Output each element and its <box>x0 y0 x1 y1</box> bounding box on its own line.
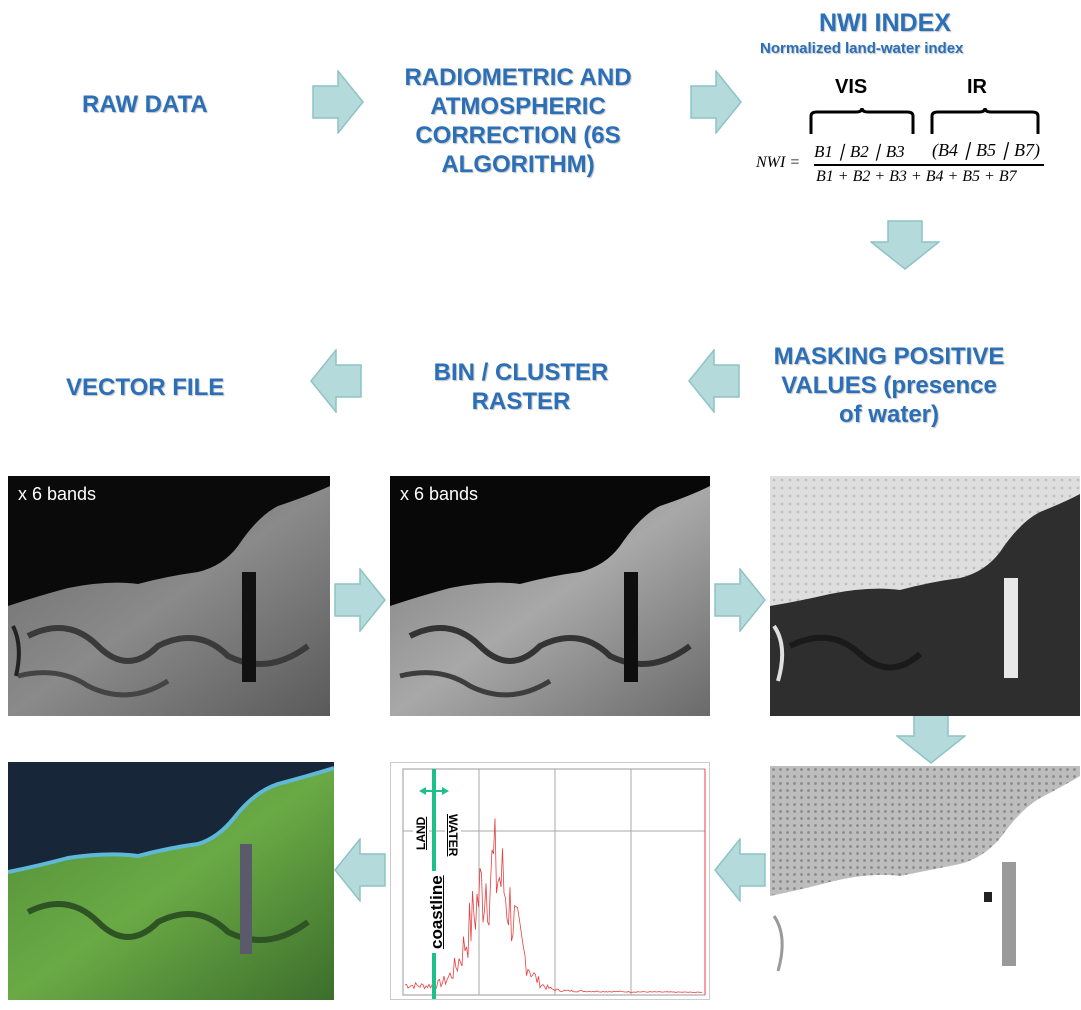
histogram-chart <box>391 763 709 999</box>
raw-image-panel: x 6 bands <box>8 476 330 716</box>
bin-cluster-label: BIN / CLUSTER RASTER <box>406 358 636 416</box>
arrow-down-2-icon <box>896 714 966 764</box>
arrow-down-1-icon <box>870 220 940 270</box>
bin-cluster-line-2: RASTER <box>471 388 571 415</box>
masking-line-1: MASKING POSITIVE <box>773 343 1005 370</box>
arrow-right-2-icon <box>690 70 742 134</box>
raw-satellite-image <box>8 486 330 716</box>
nwi-index-title: NWI INDEX <box>819 9 951 37</box>
band-caption-2: x 6 bands <box>400 484 479 504</box>
vis-label: VIS <box>835 76 868 98</box>
formula-lhs: NWI = <box>756 154 801 171</box>
histogram-line <box>404 818 703 994</box>
arrow-right-1-icon <box>312 70 364 134</box>
mask-result-image <box>770 766 1080 972</box>
histogram-signal <box>404 818 703 994</box>
coastline-label: coastline <box>425 871 449 953</box>
formula-numerator-ir: (B4 ∣ B5 ∣ B7) <box>932 140 1040 160</box>
arrow-left-1-icon <box>688 349 740 413</box>
correction-label: RADIOMETRIC AND ATMOSPHERIC CORRECTION (… <box>378 63 658 179</box>
arrow-right-3-icon <box>334 568 386 632</box>
nwi-index-subtitle: Normalized land-water index <box>760 40 964 57</box>
masking-line-3: of water) <box>838 401 939 428</box>
ir-label: IR <box>967 76 987 98</box>
vector-result-image <box>8 766 334 1000</box>
correction-line-2: ATMOSPHERIC <box>430 93 606 120</box>
histogram-panel: LAND WATER coastline <box>390 762 710 1000</box>
band-caption-1: x 6 bands <box>18 484 97 504</box>
arrow-left-3-icon <box>714 838 766 902</box>
formula-numerator-vis: B1 ∣ B2 ∣ B3 <box>814 142 905 161</box>
correction-line-1: RADIOMETRIC AND <box>404 64 632 91</box>
mask-image-panel <box>770 766 1080 1000</box>
bin-cluster-line-1: BIN / CLUSTER <box>433 359 609 386</box>
water-label: WATER <box>445 811 461 860</box>
nwi-image-panel <box>770 476 1080 716</box>
brace-ir-icon <box>930 108 1040 134</box>
nwi-result-image <box>770 476 1080 716</box>
correction-line-3: CORRECTION (6S <box>415 122 621 149</box>
vector-image-panel <box>8 762 334 1000</box>
correction-line-4: ALGORITHM) <box>441 151 595 178</box>
masking-line-2: VALUES (presence <box>781 372 997 399</box>
brace-vis-icon <box>809 108 915 134</box>
masking-label: MASKING POSITIVE VALUES (presence of wat… <box>744 342 1034 429</box>
raw-data-label: RAW DATA <box>82 91 208 118</box>
corrected-satellite-image <box>390 486 710 716</box>
arrow-right-4-icon <box>714 568 766 632</box>
arrow-left-2-icon <box>310 349 362 413</box>
vector-file-label: VECTOR FILE <box>66 374 225 401</box>
arrow-left-4-icon <box>334 838 386 902</box>
fraction-bar <box>814 164 1044 166</box>
nwi-formula: VIS IR NWI = B1 ∣ B2 ∣ B3 (B4 ∣ B5 ∣ B7)… <box>752 72 1052 192</box>
formula-denominator: B1 + B2 + B3 + B4 + B5 + B7 <box>816 168 1017 185</box>
corrected-image-panel: x 6 bands <box>390 476 710 716</box>
land-label: LAND <box>413 813 429 853</box>
